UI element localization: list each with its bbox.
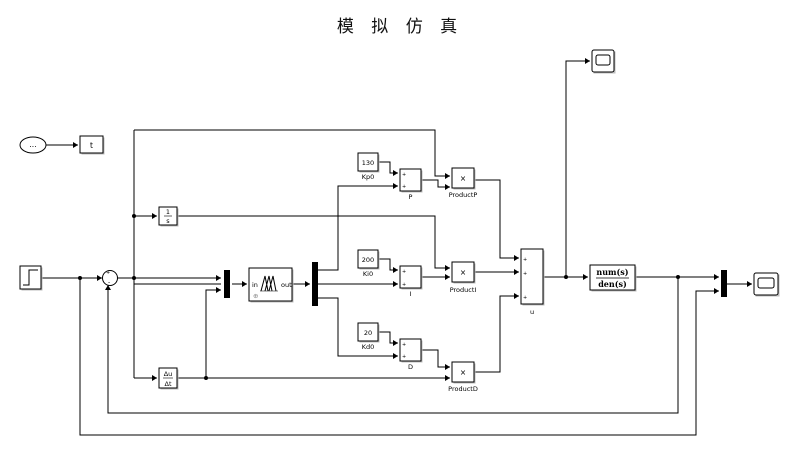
junction-dots [78,214,680,380]
to-workspace-label: t [90,141,93,150]
fuzzy-in-port: in [252,281,258,289]
integrator-den: s [166,217,170,225]
product-i-symbol: × [460,268,466,277]
i-sum-block[interactable]: + + I [399,265,423,298]
svg-text:+: + [402,184,406,190]
u-sum-label: u [530,308,534,316]
product-i-block[interactable]: × ProductI [450,261,477,294]
p-sum-label: P [409,193,413,201]
svg-text:+: + [523,295,527,301]
scope-screen-icon [757,277,775,289]
svg-text:+: + [523,257,527,263]
clock-block[interactable]: ... [19,136,47,154]
scope-output-block[interactable] [753,272,780,297]
product-p-block[interactable]: × ProductP [449,167,478,199]
derivative-num: Δu [164,370,173,378]
ki-value: 200 [362,256,374,264]
kd-constant-block[interactable]: 20 Kd0 [357,322,380,351]
kp-constant-block[interactable]: 130 Kp0 [357,152,380,181]
to-workspace-block[interactable]: t [79,135,105,155]
svg-text:-: - [108,279,110,286]
mux-bar[interactable] [224,270,230,298]
p-sum-block[interactable]: + + P [399,168,423,201]
kp-label: Kp0 [362,173,375,181]
derivative-den: Δt [165,380,172,388]
product-p-symbol: × [460,174,466,183]
step-block[interactable] [19,265,43,291]
fuzzy-out-port: out [281,281,292,289]
demux-bar[interactable] [312,262,318,306]
kd-label: Kd0 [362,343,375,351]
kp-value: 130 [362,159,374,167]
derivative-block[interactable]: Δu Δt [158,367,179,390]
svg-text:+: + [402,282,406,288]
signal-wires [41,58,752,436]
integrator-num: 1 [166,208,170,216]
ki-label: Ki0 [363,270,373,278]
svg-text:+: + [106,270,110,276]
scope-screen-icon [595,54,611,66]
product-d-symbol: × [460,368,466,377]
u-sum-block[interactable]: + + + u [520,248,545,316]
svg-text:+: + [402,269,406,275]
clock-text: ... [29,140,36,149]
kd-value: 20 [364,329,372,337]
product-p-label: ProductP [449,191,478,199]
integrator-block[interactable]: 1 s [158,206,179,227]
diagram-title: 模 拟 仿 真 [336,17,464,37]
product-d-label: ProductD [448,385,478,393]
fuzzy-logo-icon: ⊕ [253,292,258,300]
tf-denominator: den(s) [598,279,627,289]
membership-functions-icon [260,275,277,292]
scope-top-block[interactable] [591,49,616,74]
sum-block[interactable]: + - [102,270,118,286]
ki-constant-block[interactable]: 200 Ki0 [357,249,380,278]
svg-text:+: + [402,342,406,348]
product-d-block[interactable]: × ProductD [448,361,478,393]
svg-text:+: + [402,172,406,178]
i-sum-label: I [410,290,412,298]
product-i-label: ProductI [450,286,477,294]
transfer-function-block[interactable]: num(s) den(s) [589,264,637,292]
d-sum-block[interactable]: + + D [399,338,423,371]
svg-text:+: + [523,271,527,277]
output-mux-bar[interactable] [721,270,727,297]
tf-numerator: num(s) [596,267,628,277]
fuzzy-controller-block[interactable]: in out ⊕ [248,267,294,303]
svg-text:+: + [402,354,406,360]
d-sum-label: D [408,363,413,371]
step-icon [23,269,38,286]
